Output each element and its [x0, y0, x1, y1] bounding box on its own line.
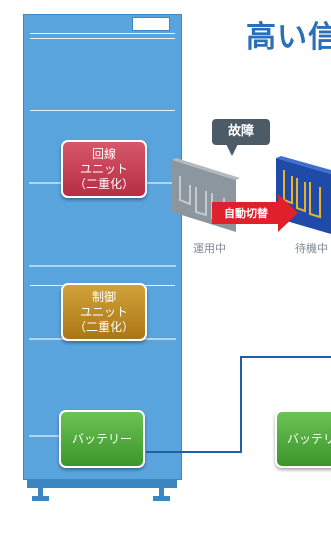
battery-label: バッテリー [71, 431, 132, 446]
line-unit-module: 回線 ユニット （二重化） [61, 140, 147, 198]
cabinet-foot [159, 487, 164, 499]
cabinet-base [27, 479, 177, 488]
external-battery-module: バッテリ [275, 410, 331, 468]
control-unit-label: ユニット [79, 304, 128, 319]
cabinet-divider [30, 110, 175, 111]
cabinet-foot-pad [153, 496, 170, 501]
line-unit-label: 回線 [91, 146, 116, 161]
control-unit-label: （二重化） [73, 319, 134, 334]
callout-tail [226, 144, 238, 156]
control-unit-module: 制御 ユニット （二重化） [61, 283, 147, 341]
standby-caption: 待機中 [295, 242, 328, 255]
active-caption: 運用中 [193, 242, 226, 255]
line-unit-label: （二重化） [73, 176, 134, 191]
cabinet-foot-pad [32, 496, 49, 501]
cabinet-divider [30, 38, 175, 39]
failure-callout: 故障 [212, 119, 270, 145]
cabinet-slot [132, 17, 170, 31]
cabinet-foot [38, 487, 43, 499]
auto-switch-label: 自動切替 [224, 207, 268, 220]
external-battery-label: バッテリ [287, 431, 331, 446]
line-unit-label: ユニット [79, 161, 128, 176]
control-unit-label: 制御 [91, 289, 116, 304]
equipment-cabinet [23, 14, 182, 480]
battery-module: バッテリー [59, 410, 145, 468]
cabinet-divider [30, 33, 175, 34]
auto-switch-arrow [212, 194, 298, 232]
headline: 高い信 [246, 20, 331, 52]
battery-connector-line [146, 356, 331, 453]
